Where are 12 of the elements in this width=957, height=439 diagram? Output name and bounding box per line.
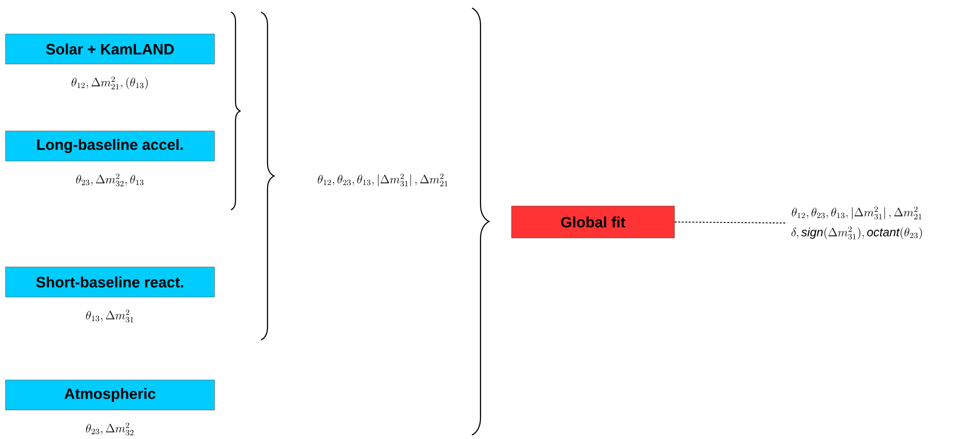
formula: $\theta_{12}, \Delta m^2_{21}, (\theta_{13})$ <box>72 76 148 90</box>
formula: $\theta_{23}, \Delta m^2_{32}$ <box>86 422 134 436</box>
formula: $\theta_{23}, \Delta m^2_{32}, \theta_{13}$ <box>76 174 144 186</box>
formula: $\theta_{12}, \theta_{23}, \theta_{13}, \left|\Delta m^2_{31}\right|, \Delta m^2_{21}$ <box>318 174 448 186</box>
source-box: Atmospheric <box>5 380 215 410</box>
source-box: Short-baseline react. <box>5 266 215 298</box>
result-formulas: $\theta_{12}, \theta_{23}, \theta_{13}, \left|\Delta m^2_{31}\right|, \Delta m^2_{21}$ $\delta, \mathit{sign}(\Delta m^2_{31}), \mathit{octant}(\theta_{23})$ <box>791 206 922 240</box>
leader-line <box>674 222 786 224</box>
formula: $\theta_{13}, \Delta m^2_{31}$ <box>86 310 134 322</box>
source-box: Global fit <box>511 206 675 238</box>
source-box: Long-baseline accel. <box>5 130 215 162</box>
source-box: Solar + KamLAND <box>5 34 215 64</box>
